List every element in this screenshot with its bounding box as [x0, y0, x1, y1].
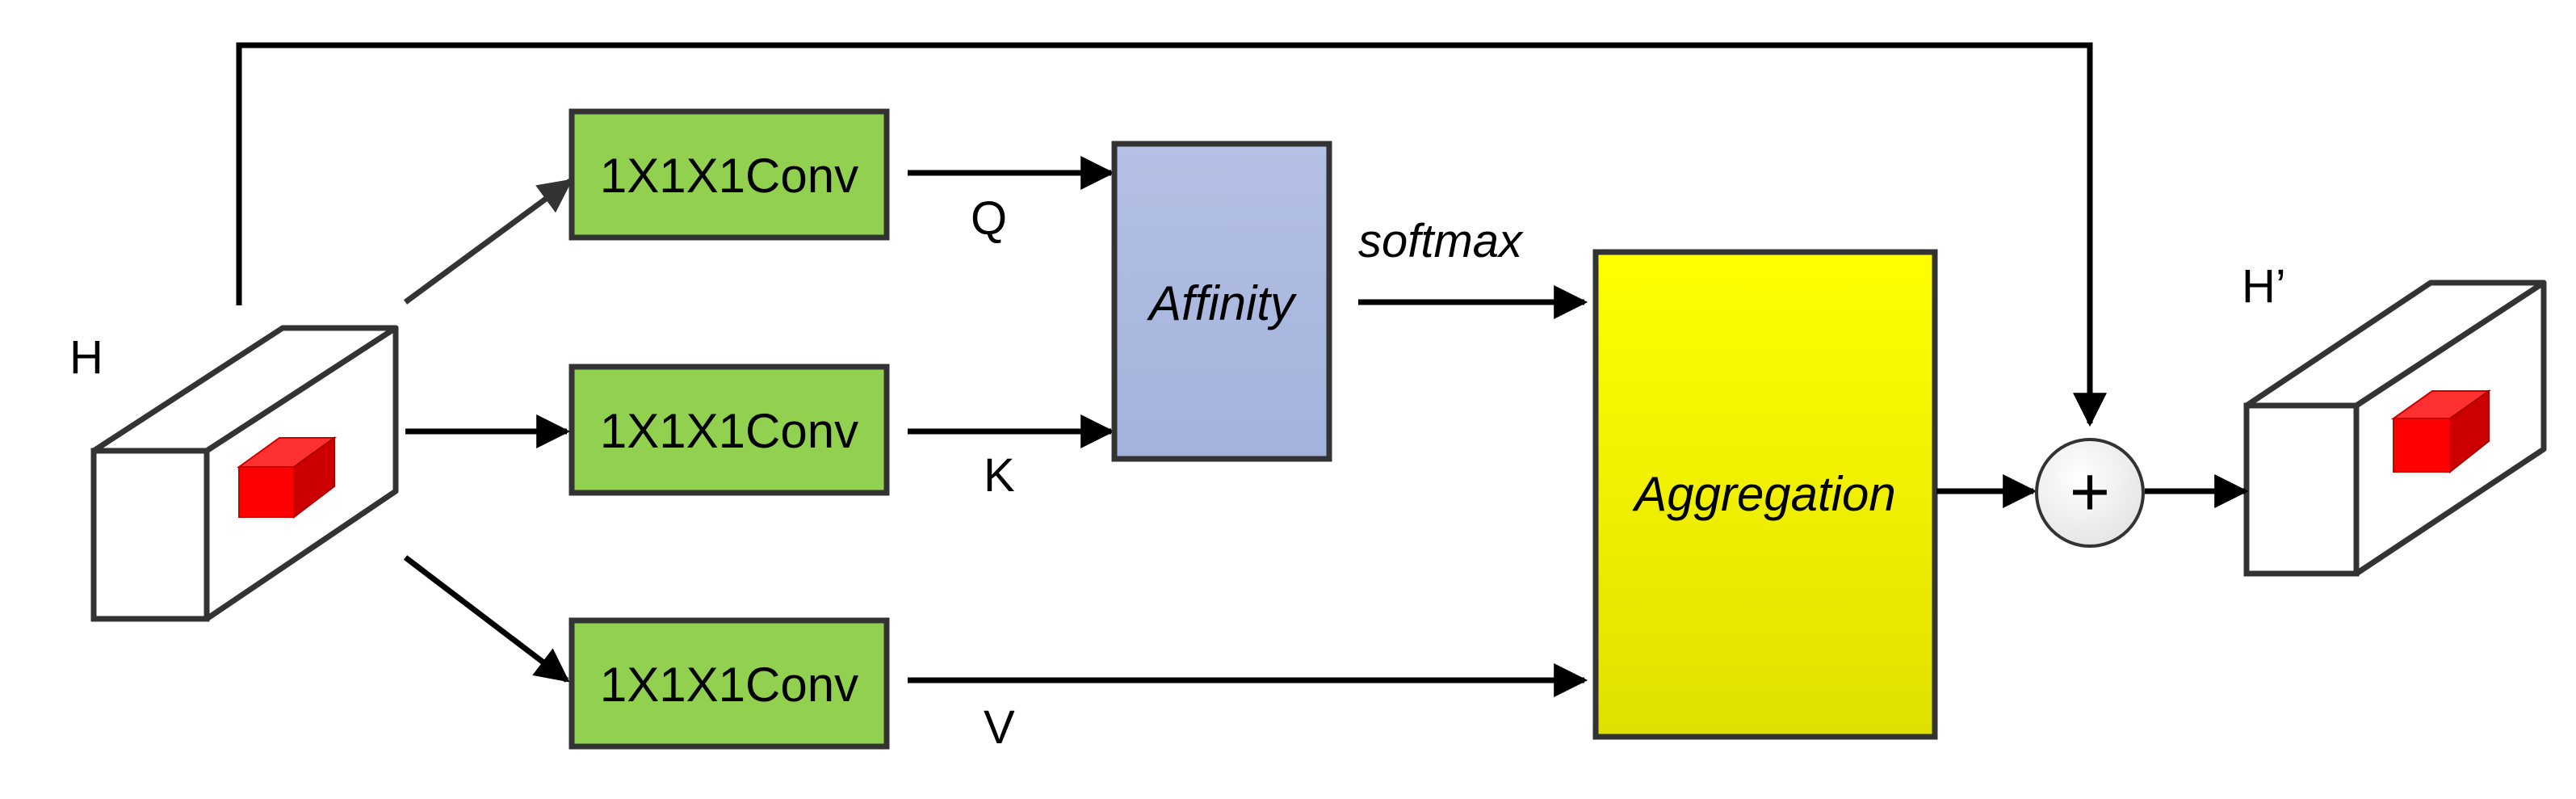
input-tensor-front-face	[90, 448, 210, 622]
q-label: Q	[971, 192, 1007, 245]
output-tensor	[2243, 280, 2547, 577]
arrow-input-to-conv-q	[403, 179, 573, 305]
conv-block-q: 1X1X1Conv	[568, 108, 890, 241]
affinity-label: Affinity	[1147, 276, 1298, 330]
input-tensor-label: H	[69, 331, 103, 384]
aggregation-label: Aggregation	[1632, 467, 1896, 521]
conv-block-v: 1X1X1Conv	[568, 617, 890, 750]
skip-connection-line	[236, 42, 2107, 427]
softmax-label: softmax	[1358, 215, 1524, 267]
v-label: V	[984, 701, 1015, 754]
conv-block-v-label: 1X1X1Conv	[600, 658, 858, 712]
affinity-block: Affinity	[1111, 141, 1332, 462]
sum-node: +	[2035, 438, 2145, 548]
input-voxel-cube	[236, 436, 338, 519]
output-tensor-front-face	[2243, 402, 2360, 577]
output-tensor-label: H’	[2242, 260, 2286, 313]
arrow-input-to-conv-v	[403, 555, 570, 683]
k-label: K	[984, 449, 1015, 502]
input-tensor	[90, 325, 399, 622]
conv-block-k: 1X1X1Conv	[568, 364, 890, 496]
aggregation-block: Aggregation	[1592, 249, 1938, 740]
output-voxel-cube	[2390, 389, 2492, 474]
conv-block-k-label: 1X1X1Conv	[600, 404, 858, 458]
sum-node-symbol: +	[2070, 453, 2110, 531]
conv-block-q-label: 1X1X1Conv	[600, 149, 858, 203]
